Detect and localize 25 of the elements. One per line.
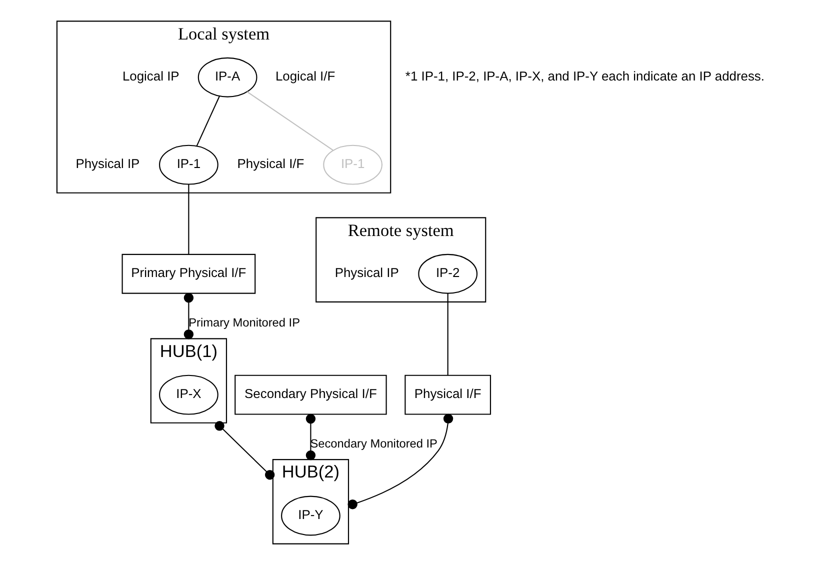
node-ellipse: IP-2 <box>418 254 478 294</box>
connector <box>446 294 448 376</box>
edge-label: Secondary Monitored IP <box>310 436 437 450</box>
connector <box>246 91 333 151</box>
node-ellipse: IP-X <box>158 374 218 415</box>
connector <box>196 96 220 146</box>
node-ellipse: IP-1 <box>158 144 218 185</box>
connector <box>183 292 194 340</box>
label: *1 IP-1, IP-2, IP-A, IP-X, and IP-Y each indicate an IP address. <box>404 68 764 84</box>
connector <box>305 414 316 460</box>
node-box: Physical I/F <box>404 374 491 415</box>
node-ellipse: IP-Y <box>280 496 340 536</box>
node-label: Physical IP <box>334 265 398 280</box>
node-ellipse: IP-A <box>197 57 257 98</box>
node-ellipse: IP-1 <box>322 144 382 185</box>
connector <box>188 184 189 254</box>
node-label: Physical IP <box>75 156 140 172</box>
edge-label: Primary Monitored IP <box>188 316 300 330</box>
node-label: Logical IP <box>122 68 179 84</box>
connector <box>347 414 453 510</box>
node-label: Logical I/F <box>274 68 335 84</box>
connector <box>214 421 274 480</box>
node-box: Secondary Physical I/F <box>234 374 386 415</box>
node-label: Physical I/F <box>236 156 304 172</box>
node-box: Primary Physical I/F <box>121 254 256 294</box>
